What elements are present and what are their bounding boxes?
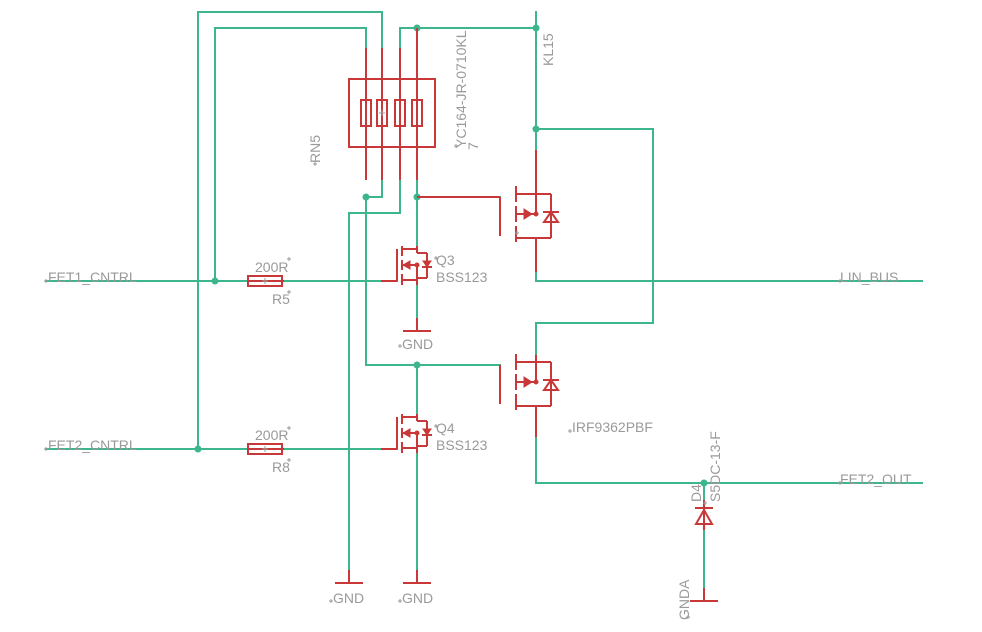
resistor-r5[interactable] — [247, 275, 284, 287]
junction-dot — [700, 479, 708, 487]
wire-rn5-pin4-to-gnd[interactable] — [348, 179, 401, 583]
gnda-label: GNDA — [676, 579, 692, 620]
junction-dot — [211, 277, 219, 285]
r8-name: R8 — [272, 459, 290, 475]
q4-value: BSS123 — [436, 437, 488, 453]
net-label-kl15[interactable]: KL15 — [540, 33, 556, 66]
rn5-extra: 7 — [465, 142, 481, 150]
junction-dot — [413, 361, 421, 369]
gnd-label-q4: GND — [402, 590, 433, 606]
net-label-fet2-out[interactable]: FET2_OUT — [840, 471, 912, 487]
r8-value: 200R — [255, 427, 288, 443]
pmos-upper[interactable] — [417, 150, 560, 272]
ground-symbol-left — [335, 570, 363, 584]
mosfet-value: IRF9362PBF — [572, 419, 653, 435]
rn5-name: RN5 — [307, 135, 323, 163]
origin-markers — [44, 144, 842, 619]
resistor-r8[interactable] — [247, 443, 284, 455]
gnd-label-q3: GND — [402, 336, 433, 352]
junction-dot — [194, 445, 202, 453]
wire-kl15-loop[interactable] — [535, 128, 654, 356]
labels: FET1_CNTRL FET2_CNTRL LIN_BUS FET2_OUT K… — [48, 30, 912, 620]
wire-rn5-pin2-to-fet1-node[interactable] — [214, 27, 367, 282]
d4-value: S5DC-13-F — [707, 431, 723, 502]
gnd-label-left: GND — [333, 590, 364, 606]
wire-pmos2-drain-fet2-out[interactable] — [535, 436, 923, 484]
q3-value: BSS123 — [436, 269, 488, 285]
ground-symbol-gnda — [690, 588, 718, 602]
r5-value: 200R — [255, 259, 288, 275]
d4-name: D4 — [688, 484, 704, 502]
nmos-q4[interactable] — [381, 414, 432, 453]
pmos-lower[interactable] — [499, 354, 560, 437]
junction-dot — [362, 193, 370, 201]
ground-symbol-q3 — [403, 318, 431, 332]
diode-d4[interactable] — [694, 500, 714, 530]
nmos-q3[interactable] — [381, 246, 432, 285]
junction-dot — [532, 24, 540, 32]
q3-name: Q3 — [436, 252, 455, 268]
junction-dot — [532, 125, 540, 133]
net-label-lin-bus[interactable]: LIN_BUS — [840, 269, 898, 285]
resistor-network-rn5[interactable] — [348, 28, 436, 180]
wire-rn5-pin1-to-fet2-node[interactable] — [197, 11, 383, 450]
junctions — [194, 24, 708, 487]
net-label-fet2-cntrl[interactable]: FET2_CNTRL — [48, 437, 137, 453]
wire-kl15[interactable] — [399, 27, 537, 49]
wires — [45, 11, 923, 601]
rn5-value: YC164-JR-0710KL — [453, 30, 469, 148]
ground-symbol-q4 — [403, 570, 431, 584]
net-label-fet1-cntrl[interactable]: FET1_CNTRL — [48, 269, 137, 285]
q4-name: Q4 — [436, 420, 455, 436]
r5-name: R5 — [272, 291, 290, 307]
